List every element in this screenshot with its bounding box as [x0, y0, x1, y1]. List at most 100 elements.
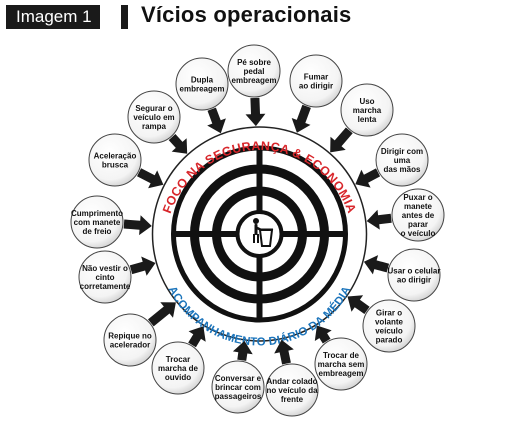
vice-label-line: Fumar [304, 73, 328, 82]
vice-label-line: marcha sem [318, 360, 365, 369]
arrow [330, 127, 353, 153]
arrow [366, 209, 392, 230]
vice-label-line: ao dirigir [299, 82, 333, 91]
vice-label-line: Aceleração [94, 152, 137, 161]
vice-label-line: passageiros [215, 392, 262, 401]
bubble-circle [88, 133, 142, 187]
bubble-circle [78, 250, 132, 304]
bubble-circle [391, 188, 445, 242]
vice-label-line: no veículo da [266, 386, 318, 395]
vice-label-line: Não vestir o [82, 264, 128, 273]
image-tag-label: Imagem 1 [16, 7, 92, 26]
bubble-circle [289, 54, 343, 108]
vice-label-line: cinto [95, 273, 114, 282]
bubble-circle [211, 360, 265, 414]
vice-label-line: ao dirigir [397, 276, 431, 285]
vice-label-line: ouvido [165, 373, 191, 382]
vice-label-line: Segurar o [135, 104, 172, 113]
vice-label-line: Pé sobre [237, 58, 271, 67]
vice-label-line: brincar com [215, 383, 261, 392]
bubble-circle [265, 363, 319, 417]
bubble-circle [70, 195, 124, 249]
arrow [148, 302, 176, 327]
arrow [129, 256, 156, 276]
arrow [347, 295, 370, 314]
vice-label-line: antes de [402, 211, 435, 220]
image-tag: Imagem 1 [6, 5, 100, 29]
vice-label-line: parado [376, 336, 403, 345]
bubble-circle [362, 299, 416, 353]
arrow [188, 326, 206, 348]
vice-label-line: manete [404, 202, 433, 211]
arrow [363, 255, 390, 275]
vice-label-line: lenta [358, 115, 377, 124]
arrow [207, 107, 226, 134]
bubble-circle [151, 341, 205, 395]
vice-label-line: das mãos [384, 165, 421, 174]
bubble-circle [340, 83, 394, 137]
arrow [137, 168, 164, 189]
vice-label-line: com manete [74, 218, 121, 227]
arrow [314, 325, 332, 344]
arrows-layer [123, 97, 392, 365]
vice-label-line: brusca [102, 161, 129, 170]
vice-label-line: embreagem [232, 76, 277, 85]
vice-label-line: veículo em [133, 113, 174, 122]
vice-label-line: o veículo [401, 229, 436, 238]
arrow [168, 134, 188, 154]
vice-label-line: rampa [142, 122, 167, 131]
vice-label-line: veículo [375, 327, 403, 336]
arrow [274, 339, 294, 365]
vice-label-line: Dirigir com [381, 147, 423, 156]
arrow [291, 104, 311, 133]
page-title: Vícios operacionais [141, 2, 352, 27]
vice-label-line: embreagem [180, 85, 225, 94]
trash-bin-person-icon [253, 218, 274, 247]
bubble-circle [227, 44, 281, 98]
vice-label-line: marcha de [158, 364, 199, 373]
vice-label-line: Puxar o [403, 193, 432, 202]
bubble-circle [127, 90, 181, 144]
vice-label-line: uma [394, 156, 411, 165]
bubble-circle [175, 57, 229, 111]
arrow [123, 215, 152, 236]
vice-label-line: pedal [244, 67, 265, 76]
vice-label-line: Girar o [376, 309, 402, 318]
vice-label-line: Usar o celular [388, 267, 441, 276]
vice-label-line: Andar colado [266, 377, 317, 386]
vice-label-line: Dupla [191, 76, 214, 85]
vice-label-line: Uso [359, 97, 374, 106]
vice-label-line: parar [408, 220, 428, 229]
arrow [245, 97, 266, 127]
vice-label-line: Trocar de [323, 351, 360, 360]
vice-label-line: corretamente [80, 282, 131, 291]
vice-label-line: frente [281, 395, 304, 404]
image-tag-bar [121, 5, 128, 29]
vice-label-line: acelerador [110, 341, 150, 350]
bubble-circle [314, 337, 368, 391]
vice-label-line: de freio [83, 227, 112, 236]
bubble-circle [387, 248, 441, 302]
vice-label-line: Trocar [166, 355, 190, 364]
vice-label-line: embreagem [319, 369, 364, 378]
vice-label-line: Repique no [108, 332, 152, 341]
arrow [355, 168, 381, 188]
